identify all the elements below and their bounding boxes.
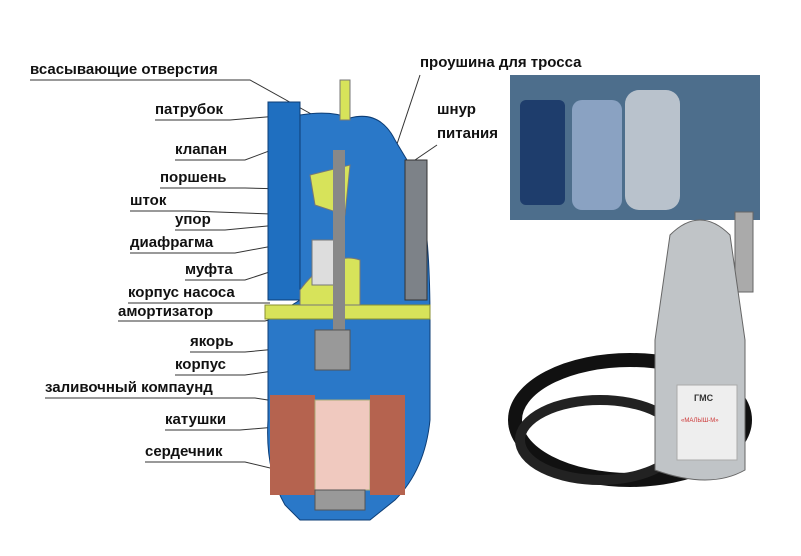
label-suction-holes: всасывающие отверстия [30,61,218,78]
label-damper: амортизатор [118,303,214,320]
label-power-cord-1: шнур [437,101,476,118]
label-diaphragm: диафрагма [130,234,214,251]
label-anchor: якорь [190,333,234,350]
label-core: сердечник [145,443,223,460]
label-rod: шток [130,192,167,209]
label-coils: катушки [165,411,227,428]
product-model: «МАЛЫШ-М» [681,418,719,424]
label-cable-eye: проушина для тросса [420,54,582,71]
pump-product-photo [508,211,754,487]
pumps-photo [510,75,760,220]
label-valve: клапан [175,141,228,158]
label-stop: упор [175,211,211,228]
label-potting-compound: заливочный компаунд [45,379,213,396]
pump-cutaway [264,79,431,521]
product-brand: ГМС [694,393,714,403]
label-coupling: муфта [185,261,233,278]
label-power-cord-2: питания [437,125,499,142]
label-piston: поршень [160,169,227,186]
label-housing: корпус [175,356,227,373]
label-pump-housing: корпус насоса [128,284,235,301]
label-nozzle: патрубок [155,101,223,118]
